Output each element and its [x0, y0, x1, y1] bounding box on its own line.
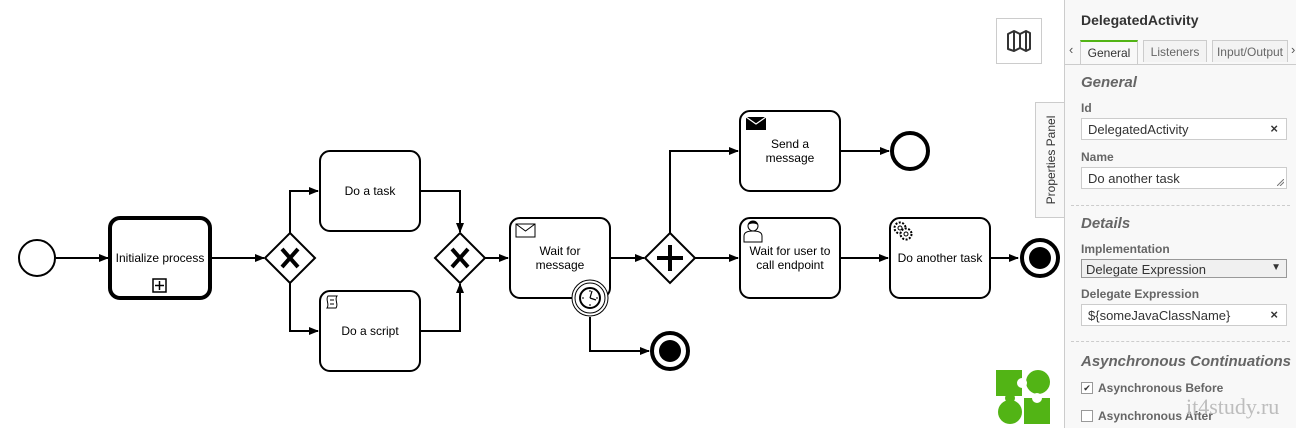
plus-icon [657, 245, 683, 271]
implementation-select[interactable]: Delegate Expression ▼ [1081, 259, 1287, 278]
section-async: Asynchronous Continuations [1081, 353, 1291, 370]
end-event-message[interactable] [890, 131, 930, 171]
id-label: Id [1081, 101, 1092, 115]
task-label-line2: message [536, 258, 585, 272]
section-details: Details [1081, 215, 1131, 232]
async-before-label: Asynchronous Before [1098, 381, 1224, 395]
task-label: Initialize process [116, 251, 205, 265]
name-label: Name [1081, 150, 1114, 164]
script-icon [326, 295, 338, 309]
task-do-a-task[interactable]: Do a task [319, 150, 421, 232]
task-initialize-process[interactable]: Initialize process [108, 216, 212, 300]
watermark: it4study.ru [1186, 394, 1280, 419]
delegate-expression-clear-icon[interactable]: × [1270, 307, 1278, 322]
delegate-expression-label: Delegate Expression [1081, 287, 1200, 301]
diagram-canvas[interactable]: Initialize process Do a task Do a script… [0, 0, 1064, 428]
task-wait-for-message[interactable]: Wait for message [509, 217, 611, 299]
task-wait-for-user[interactable]: Wait for user to call endpoint [739, 217, 841, 299]
bpmn-logo[interactable] [996, 370, 1052, 426]
id-value: DelegatedActivity [1088, 122, 1189, 137]
resize-handle-icon[interactable] [1277, 179, 1284, 186]
delegate-expression-value: ${someJavaClassName} [1088, 308, 1231, 323]
x-icon [280, 247, 300, 269]
task-label: Do a task [345, 184, 397, 198]
task-label-line1: Send a [771, 137, 809, 151]
x-icon [450, 247, 470, 269]
user-icon [743, 220, 763, 243]
panel-title: DelegatedActivity [1081, 12, 1199, 28]
sequence-flows [56, 147, 1019, 355]
id-clear-icon[interactable]: × [1270, 121, 1278, 136]
map-icon [1007, 30, 1031, 52]
task-send-a-message[interactable]: Send a message [739, 110, 841, 192]
task-do-a-script[interactable]: Do a script [319, 290, 421, 372]
tab-scroll-left-icon[interactable]: ‹ [1069, 42, 1074, 57]
end-event-timeout[interactable] [650, 331, 690, 371]
divider [1071, 205, 1290, 206]
name-field[interactable]: Do another task [1081, 167, 1287, 189]
implementation-label: Implementation [1081, 242, 1170, 256]
async-before-checkbox[interactable]: ✔ Asynchronous Before [1081, 381, 1223, 395]
task-label-line1: Wait for user to [750, 244, 831, 258]
implementation-value: Delegate Expression [1086, 262, 1206, 277]
subprocess-expand-icon [152, 278, 167, 293]
tab-listeners[interactable]: Listeners [1143, 40, 1207, 62]
async-after-checkbox[interactable]: Asynchronous After [1081, 409, 1213, 423]
task-label-line2: call endpoint [756, 258, 824, 272]
timer-boundary-event[interactable] [571, 279, 609, 317]
properties-panel-toggle[interactable]: Properties Panel [1035, 102, 1065, 218]
checkbox-checked-icon: ✔ [1081, 382, 1093, 394]
checkbox-unchecked-icon [1081, 410, 1093, 422]
id-field[interactable]: DelegatedActivity × [1081, 118, 1287, 140]
envelope-filled-icon [745, 116, 767, 130]
panel-tabs: ‹ General Listeners Input/Output › [1065, 38, 1296, 65]
envelope-icon [515, 223, 536, 238]
task-label-line2: message [766, 151, 815, 165]
exclusive-gateway-split[interactable] [263, 231, 317, 285]
tab-general[interactable]: General [1080, 40, 1138, 64]
properties-panel-toggle-label: Properties Panel [1043, 115, 1058, 205]
divider [1071, 341, 1290, 342]
task-do-another-task[interactable]: Do another task [889, 217, 991, 299]
task-label: Do a script [341, 324, 399, 338]
tab-input-output[interactable]: Input/Output [1212, 40, 1288, 62]
task-label-line1: Wait for [540, 244, 581, 258]
async-after-label: Asynchronous After [1098, 409, 1213, 423]
parallel-gateway[interactable] [643, 231, 697, 285]
task-label: Do another task [898, 251, 984, 265]
gear-icon [893, 221, 913, 241]
name-value: Do another task [1088, 171, 1180, 186]
delegate-expression-field[interactable]: ${someJavaClassName} × [1081, 304, 1287, 326]
tab-scroll-right-icon[interactable]: › [1291, 42, 1296, 57]
exclusive-gateway-join[interactable] [433, 231, 487, 285]
properties-panel: DelegatedActivity ‹ General Listeners In… [1064, 0, 1296, 428]
end-event-main[interactable] [1020, 238, 1060, 278]
clock-icon [579, 287, 601, 309]
minimap-toggle-button[interactable] [996, 18, 1042, 64]
section-general: General [1081, 74, 1137, 91]
start-event[interactable] [18, 239, 56, 277]
chevron-down-icon: ▼ [1271, 262, 1281, 273]
